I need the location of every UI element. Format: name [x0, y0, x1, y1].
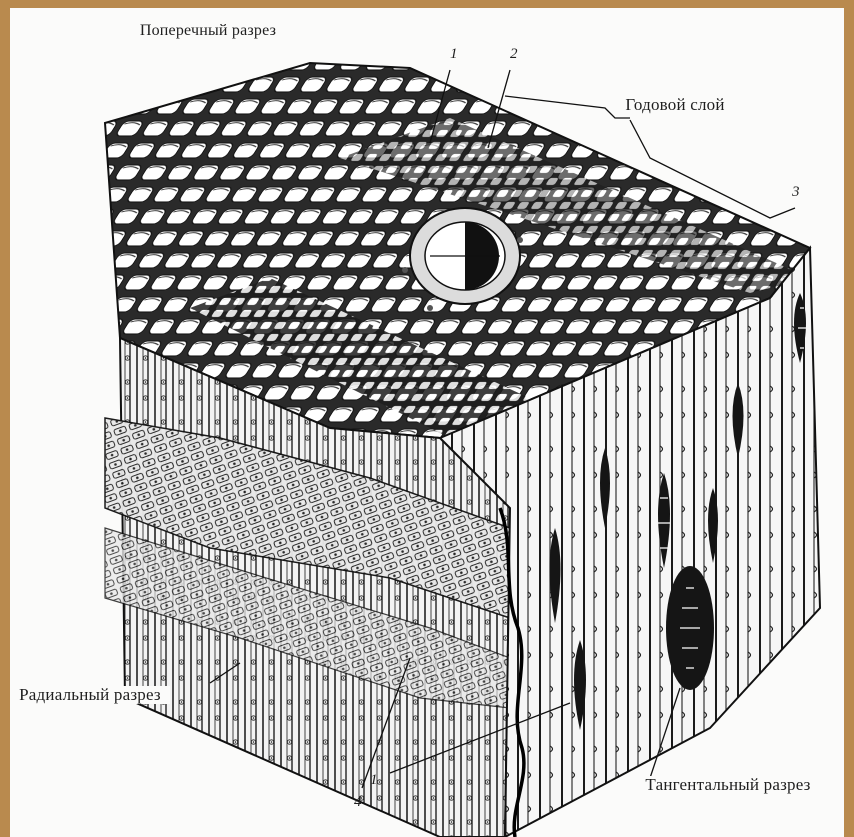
wood-structure-diagram: [10, 8, 844, 837]
annual-layer-label: Годовой слой: [625, 96, 725, 114]
cross-section-label: Поперечный разрез: [138, 22, 278, 40]
marker-1-top: 1: [450, 46, 458, 63]
marker-4: 4: [354, 794, 362, 811]
radial-section-label: Радиальный разрез: [10, 686, 170, 704]
tangential-section-label: Тангентальный разрез: [638, 776, 818, 794]
illustration-area: Поперечный разрез Годовой слой Радиальны…: [10, 8, 844, 837]
marker-1-bottom: 1: [370, 772, 378, 789]
marker-2: 2: [510, 46, 518, 63]
marker-3: 3: [792, 184, 800, 201]
